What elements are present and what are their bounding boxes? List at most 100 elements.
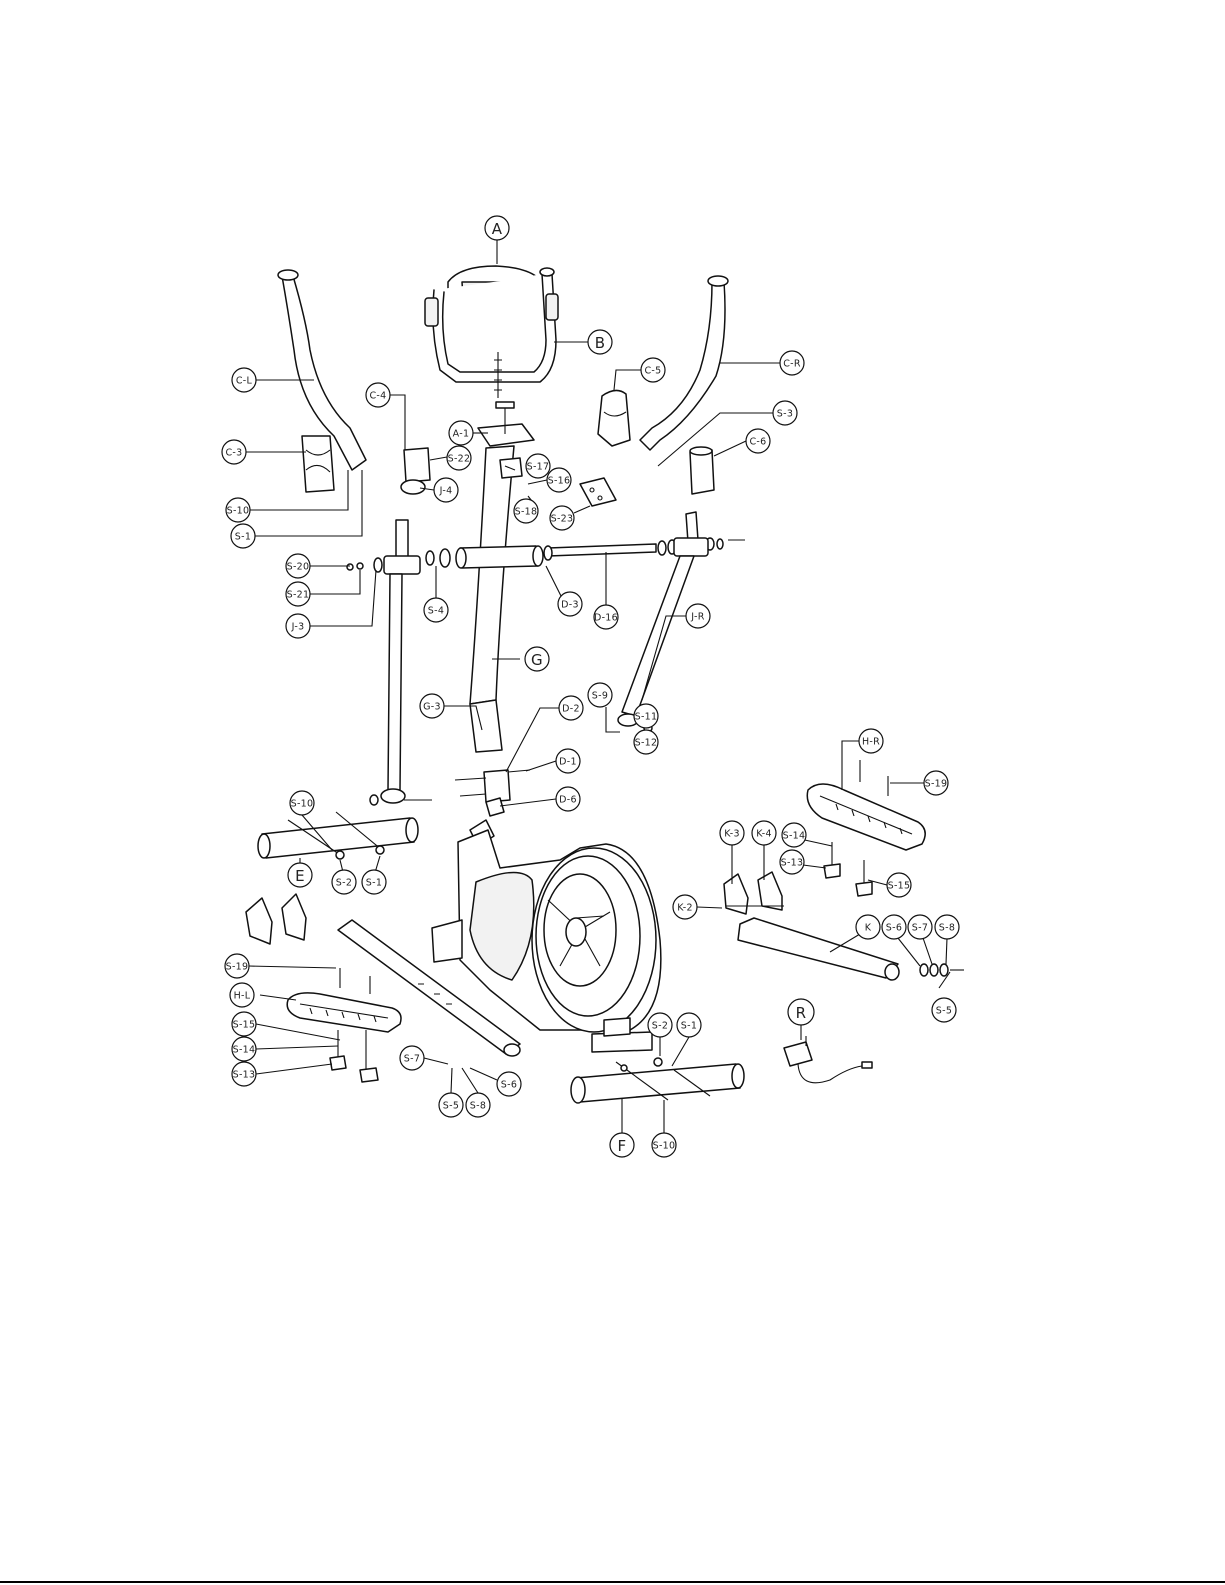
- callout-g3: G-3: [420, 694, 444, 718]
- svg-text:S-13: S-13: [233, 1070, 256, 1081]
- callout-s3: S-3: [773, 401, 797, 425]
- svg-text:S-7: S-7: [912, 923, 928, 934]
- callout-s21: S-21: [286, 582, 310, 606]
- callout-s20: S-20: [286, 554, 310, 578]
- svg-text:S-4: S-4: [428, 606, 444, 617]
- callout-s2-left: S-2: [332, 870, 356, 894]
- svg-text:G: G: [531, 651, 543, 669]
- svg-text:S-23: S-23: [551, 514, 574, 525]
- svg-text:F: F: [618, 1137, 627, 1155]
- callout-s2-bottom: S-2: [648, 1013, 672, 1037]
- svg-text:S-7: S-7: [404, 1054, 420, 1065]
- svg-text:S-3: S-3: [777, 409, 793, 420]
- callout-s15-right: S-15: [887, 873, 911, 897]
- svg-text:S-21: S-21: [287, 590, 310, 601]
- right-pedal-hr: [807, 760, 925, 896]
- callout-s22: S-22: [447, 446, 471, 470]
- clamp-c6: [690, 447, 714, 494]
- callout-c3: C-3: [222, 440, 246, 464]
- callout-s23: S-23: [550, 506, 574, 530]
- svg-text:J-R: J-R: [690, 612, 704, 623]
- callout-s14-left: S-14: [232, 1037, 256, 1061]
- svg-text:S-8: S-8: [470, 1101, 486, 1112]
- svg-text:S-11: S-11: [635, 712, 658, 723]
- callout-d3: D-3: [558, 592, 582, 616]
- svg-text:D-3: D-3: [561, 600, 579, 611]
- svg-text:S-19: S-19: [925, 779, 948, 790]
- svg-text:C-R: C-R: [783, 359, 801, 370]
- clamp-c5: [598, 390, 630, 446]
- callout-j4: J-4: [434, 478, 458, 502]
- svg-text:S-6: S-6: [501, 1080, 517, 1091]
- bracket-plate-a1: [478, 402, 534, 446]
- svg-text:S-1: S-1: [366, 878, 382, 889]
- svg-text:R: R: [796, 1004, 807, 1022]
- callout-j3: J-3: [286, 614, 310, 638]
- callout-c6: C-6: [746, 429, 770, 453]
- clamp-c3: [302, 436, 334, 492]
- callout-cr: C-R: [780, 351, 804, 375]
- svg-text:S-16: S-16: [548, 476, 571, 487]
- callout-f: F: [610, 1133, 634, 1157]
- callout-s19-left: S-19: [225, 954, 249, 978]
- handlebar-part-b: [425, 268, 558, 398]
- svg-text:S-9: S-9: [592, 691, 608, 702]
- pivot-sleeve-d3: [456, 546, 543, 568]
- svg-text:S-8: S-8: [939, 923, 955, 934]
- callout-s14-right: S-14: [782, 823, 806, 847]
- callout-c4: C-4: [366, 383, 390, 407]
- callout-d6: D-6: [556, 787, 580, 811]
- power-adapter-r: [784, 1036, 872, 1083]
- callout-b: B: [588, 330, 612, 354]
- svg-text:H-L: H-L: [234, 991, 251, 1002]
- svg-text:S-5: S-5: [443, 1101, 459, 1112]
- main-post-part-g: [470, 446, 514, 802]
- svg-text:S-17: S-17: [527, 462, 550, 473]
- callout-r: R: [788, 999, 814, 1025]
- svg-text:S-14: S-14: [783, 831, 806, 842]
- svg-text:H-R: H-R: [862, 737, 880, 748]
- callout-s4-top: S-4: [424, 598, 448, 622]
- svg-text:K-2: K-2: [677, 903, 693, 914]
- callout-s1-bottom: S-1: [677, 1013, 701, 1037]
- svg-text:A-1: A-1: [453, 429, 470, 440]
- callout-a1: A-1: [449, 421, 473, 445]
- callout-s5-left: S-5: [439, 1093, 463, 1117]
- svg-text:S-20: S-20: [287, 562, 310, 573]
- callout-s7-right: S-7: [908, 915, 932, 939]
- callout-s9: S-9: [588, 683, 612, 707]
- svg-text:S-1: S-1: [235, 532, 251, 543]
- svg-text:E: E: [295, 867, 305, 885]
- svg-text:B: B: [595, 334, 606, 352]
- svg-text:K-4: K-4: [756, 829, 772, 840]
- svg-text:K: K: [865, 923, 872, 934]
- callout-s8-right: S-8: [935, 915, 959, 939]
- svg-text:G-3: G-3: [423, 702, 441, 713]
- svg-text:J-3: J-3: [291, 622, 305, 633]
- callout-s11: S-11: [634, 704, 658, 728]
- svg-text:C-6: C-6: [749, 437, 766, 448]
- callout-hr: H-R: [859, 729, 883, 753]
- svg-text:S-15: S-15: [888, 881, 911, 892]
- callout-s10-left: S-10: [290, 791, 314, 815]
- callout-s5-right: S-5: [932, 998, 956, 1022]
- svg-text:C-4: C-4: [369, 391, 386, 402]
- svg-text:S-14: S-14: [233, 1045, 256, 1056]
- svg-text:S-2: S-2: [652, 1021, 668, 1032]
- clamp-c4: [401, 448, 430, 494]
- svg-text:D-16: D-16: [594, 613, 618, 624]
- callout-k3: K-3: [720, 821, 744, 845]
- callout-s12: S-12: [634, 730, 658, 754]
- svg-text:S-6: S-6: [886, 923, 902, 934]
- callout-d2: D-2: [559, 696, 583, 720]
- callout-cl: C-L: [232, 368, 256, 392]
- svg-text:S-13: S-13: [781, 858, 804, 869]
- svg-text:A: A: [492, 220, 503, 238]
- callout-d16: D-16: [594, 605, 618, 629]
- callout-s6-left: S-6: [497, 1072, 521, 1096]
- svg-text:D-1: D-1: [559, 757, 577, 768]
- svg-text:S-10: S-10: [291, 799, 314, 810]
- callout-hl: H-L: [230, 983, 254, 1007]
- svg-text:J-4: J-4: [439, 486, 453, 497]
